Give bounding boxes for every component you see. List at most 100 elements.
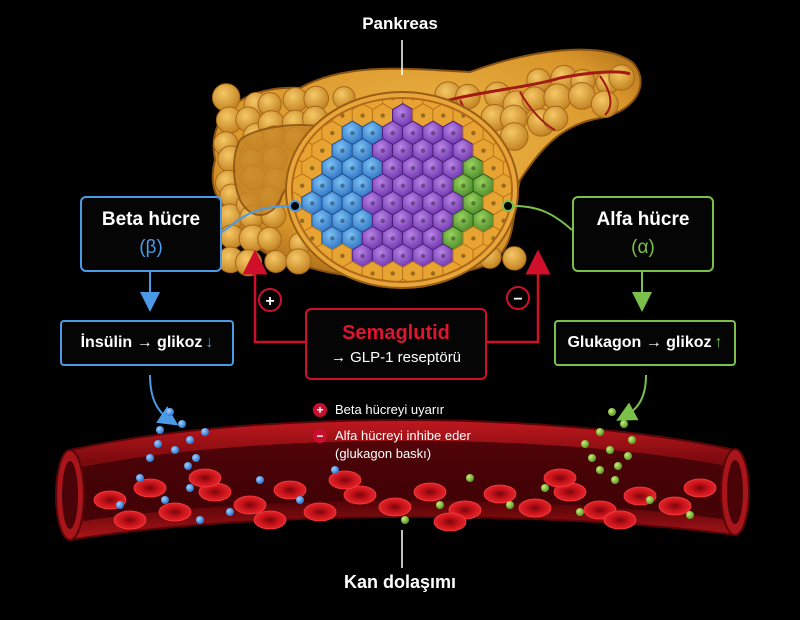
islet-cell bbox=[472, 278, 495, 282]
cell-nucleus bbox=[451, 201, 456, 206]
insulin-particle bbox=[256, 476, 264, 484]
page-title: Pankreas bbox=[362, 14, 438, 33]
islet-cell bbox=[594, 279, 615, 303]
glucagon-particle bbox=[596, 428, 604, 436]
cell-nucleus bbox=[592, 131, 596, 135]
cell-nucleus bbox=[309, 236, 315, 241]
cell-nucleus bbox=[622, 184, 626, 188]
islet-cell bbox=[655, 174, 676, 198]
islet-cell bbox=[534, 314, 555, 338]
cell-nucleus bbox=[552, 236, 556, 240]
blood-vessel bbox=[55, 419, 750, 542]
islet-cell bbox=[534, 279, 555, 303]
beta-connector-dot bbox=[289, 200, 301, 212]
cell-nucleus bbox=[360, 289, 364, 293]
insulin-particle bbox=[146, 454, 154, 462]
glucagon-particle bbox=[646, 496, 654, 504]
cell-nucleus bbox=[430, 271, 436, 276]
cell-nucleus bbox=[481, 289, 485, 293]
islet-cell bbox=[604, 156, 625, 180]
insulin-particle bbox=[116, 501, 124, 509]
cell-nucleus bbox=[501, 359, 505, 363]
islet-cell bbox=[644, 121, 665, 145]
cell-nucleus bbox=[440, 253, 446, 259]
cell-nucleus bbox=[481, 148, 486, 153]
cell-nucleus bbox=[380, 183, 385, 188]
islet-cell bbox=[493, 314, 514, 338]
red-blood-cell bbox=[483, 484, 517, 504]
cell-nucleus bbox=[592, 306, 596, 310]
cell-nucleus bbox=[663, 289, 667, 293]
cell-nucleus bbox=[400, 113, 406, 118]
red-blood-cell bbox=[603, 510, 637, 530]
islet-cell bbox=[452, 278, 475, 282]
cell-nucleus bbox=[663, 184, 667, 188]
islet-cell bbox=[675, 279, 696, 303]
cell-nucleus bbox=[340, 253, 345, 259]
cell-nucleus bbox=[622, 289, 626, 293]
islet-cell bbox=[513, 209, 534, 233]
cell-nucleus bbox=[522, 219, 526, 223]
cell-nucleus bbox=[602, 148, 606, 152]
arrow-up-icon: ↑ bbox=[714, 334, 723, 351]
islet-cell bbox=[655, 139, 676, 163]
islet-cell bbox=[604, 297, 625, 321]
minus-circle-icon: − bbox=[313, 429, 327, 443]
cell-nucleus bbox=[340, 113, 345, 118]
pancreas-lobule bbox=[542, 105, 569, 132]
islet-cell bbox=[675, 139, 696, 163]
cell-nucleus bbox=[572, 166, 576, 170]
cell-nucleus bbox=[542, 324, 546, 328]
cell-nucleus bbox=[309, 201, 315, 206]
cell-nucleus bbox=[340, 218, 345, 224]
cell-nucleus bbox=[420, 218, 426, 224]
pancreas-lobule bbox=[608, 64, 635, 91]
cell-nucleus bbox=[532, 166, 536, 170]
islet-cell bbox=[644, 156, 665, 180]
islet-cell bbox=[544, 156, 565, 180]
cell-nucleus bbox=[320, 183, 325, 188]
cell-nucleus bbox=[421, 289, 425, 293]
cell-nucleus bbox=[683, 184, 687, 188]
islet-cell bbox=[614, 279, 635, 303]
islet-cell bbox=[544, 226, 565, 250]
cell-nucleus bbox=[410, 166, 416, 171]
cell-nucleus bbox=[420, 148, 426, 153]
cell-nucleus bbox=[370, 271, 375, 276]
cell-nucleus bbox=[300, 324, 304, 328]
islet-cell bbox=[655, 104, 676, 128]
islet-cell bbox=[634, 279, 655, 303]
cell-nucleus bbox=[572, 131, 576, 135]
cell-nucleus bbox=[350, 166, 355, 171]
islet-cell bbox=[554, 279, 575, 303]
red-blood-cell bbox=[233, 495, 267, 515]
insulin-particle bbox=[178, 420, 186, 428]
cell-nucleus bbox=[380, 253, 385, 259]
cell-nucleus bbox=[501, 183, 506, 188]
alfa-connector-dot bbox=[502, 200, 514, 212]
cell-nucleus bbox=[582, 184, 586, 188]
cell-nucleus bbox=[673, 166, 677, 170]
alfa-cell-box: Alfa hücre (α) bbox=[572, 196, 714, 272]
cell-nucleus bbox=[300, 289, 304, 293]
cell-nucleus bbox=[653, 131, 657, 135]
insulin-particle bbox=[171, 446, 179, 454]
islet-cell bbox=[282, 297, 303, 321]
red-blood-cell bbox=[343, 485, 377, 505]
glucagon-particle bbox=[576, 508, 584, 516]
minus-icon bbox=[506, 286, 530, 310]
cell-nucleus bbox=[663, 148, 667, 152]
legend-text-inhibit-note: (glukagon baskı) bbox=[335, 446, 432, 461]
cell-nucleus bbox=[552, 166, 556, 170]
cell-nucleus bbox=[562, 148, 566, 152]
glucagon-particle bbox=[581, 440, 589, 448]
cell-nucleus bbox=[320, 218, 325, 224]
cell-nucleus bbox=[683, 148, 687, 152]
alfa-cell-title: Alfa hücre bbox=[596, 209, 690, 230]
alfa-cell-symbol: (α) bbox=[631, 237, 655, 258]
glucagon-particle bbox=[624, 452, 632, 460]
insulin-particle bbox=[166, 408, 174, 416]
cell-nucleus bbox=[400, 218, 406, 224]
insulin-box: İnsülin → glikoz ↓ bbox=[60, 320, 234, 366]
